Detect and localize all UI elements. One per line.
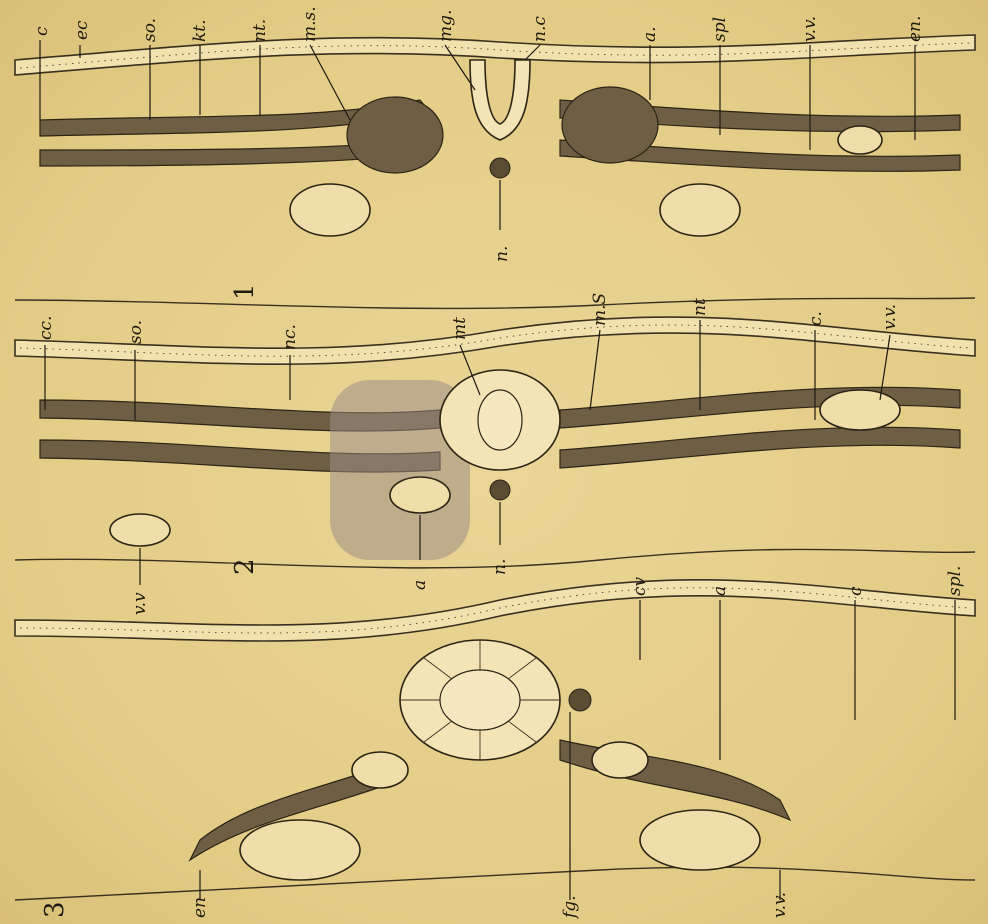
fig1-leader-ms — [310, 45, 350, 120]
fig1-ectoderm-upper — [15, 35, 975, 75]
figure-3-section — [15, 580, 975, 900]
fig3-cardinal-vein — [592, 742, 648, 778]
fig1-notochord — [490, 158, 510, 178]
fig3-ectoderm — [15, 580, 975, 641]
fig2-vessel-right — [820, 390, 900, 430]
fig2-neural-lumen — [478, 390, 522, 450]
fig2-lower-outline — [15, 549, 975, 567]
fig2-notochord — [490, 480, 510, 500]
fig3-vessel-left — [240, 820, 360, 880]
fig2-vessel-left — [110, 514, 170, 546]
figure-1-section — [15, 35, 975, 308]
fig1-neural-groove — [470, 60, 530, 140]
fig3-lower-outline — [15, 867, 975, 900]
fig1-lower-outline — [15, 298, 975, 308]
fig1-vessel-right — [660, 184, 740, 236]
figure-2-section — [15, 317, 975, 568]
fig1-somite-right — [562, 87, 658, 163]
fig1-somite-left — [347, 97, 443, 173]
fig3-vessel-right — [640, 810, 760, 870]
fig2-ectoderm — [15, 317, 975, 364]
fig3-aorta — [352, 752, 408, 788]
fig2-splanchnic-layer-right — [560, 427, 960, 468]
fig3-notochord — [569, 689, 591, 711]
fig2-aorta — [390, 477, 450, 513]
fig1-vessel-left — [290, 184, 370, 236]
fig2-leader-ms — [590, 330, 600, 410]
fig1-vessel-small — [838, 126, 882, 154]
